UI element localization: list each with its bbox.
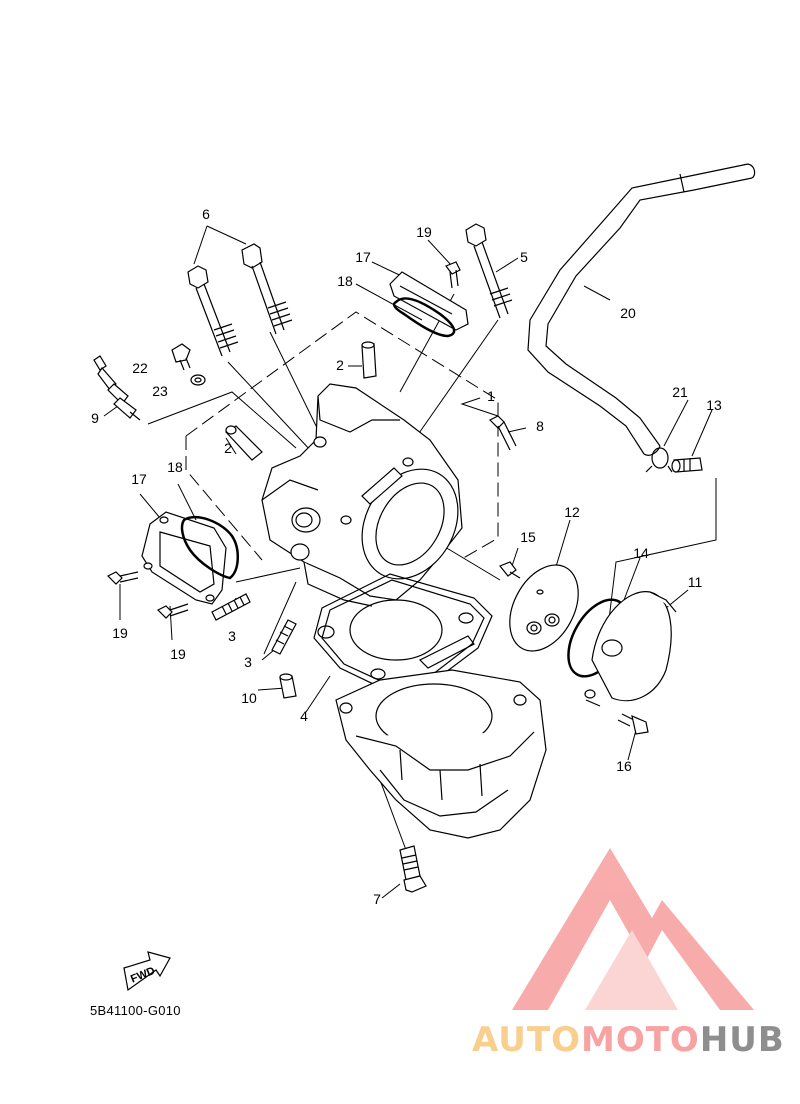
callout-9: 9 [91, 410, 99, 426]
stud-bolt-b [271, 619, 297, 655]
callout-7: 7 [373, 891, 381, 907]
dowel-pin-lower [279, 673, 297, 699]
callout-11: 11 [687, 574, 703, 590]
diagram-code: 5B41100-G010 [90, 1003, 181, 1018]
watermark-logo [512, 848, 754, 1010]
callout-21: 21 [672, 384, 688, 400]
callout-13: 13 [706, 397, 722, 413]
washer [190, 374, 206, 386]
fwd-arrow-icon [123, 951, 171, 992]
cylinder-head [261, 383, 463, 607]
watermark-auto: AUTO [472, 1020, 581, 1060]
callout-20: 20 [620, 305, 636, 321]
dowel-pin-left [225, 425, 263, 461]
callout-3: 3 [244, 654, 252, 670]
callout-6: 6 [202, 206, 210, 222]
stud-bolt-a [211, 593, 251, 621]
callout-8: 8 [536, 418, 544, 434]
side-cover [141, 511, 227, 605]
cover-plate [509, 564, 579, 652]
callout-22: 22 [132, 360, 148, 376]
callout-2: 2 [336, 357, 344, 373]
callout-12: 12 [564, 504, 580, 520]
callout-2: 2 [224, 440, 232, 456]
callout-15: 15 [520, 529, 536, 545]
callout-19: 19 [416, 224, 432, 240]
cover-bolt-a [106, 571, 139, 585]
watermark-text: AUTOMOTOHUB [472, 1020, 785, 1060]
cap-bolt [617, 713, 649, 735]
small-bolt-top [445, 261, 461, 289]
head-bolts-long [187, 243, 293, 357]
callout-16: 16 [616, 758, 632, 774]
callout-18: 18 [337, 273, 353, 289]
cylinder-bolt [399, 845, 427, 893]
callout-17: 17 [131, 471, 147, 487]
hose-clamp [645, 447, 673, 473]
cylinder-block [335, 669, 547, 839]
callout-10: 10 [241, 690, 257, 706]
callout-5: 5 [520, 249, 528, 265]
top-cover-gasket [392, 297, 456, 338]
head-gasket [313, 573, 493, 695]
side-cover-gasket [180, 515, 239, 580]
callout-18: 18 [167, 459, 183, 475]
top-cover-plate [389, 271, 469, 331]
drain-bolt [171, 343, 191, 371]
callout-23: 23 [152, 383, 168, 399]
plate-bolt [499, 561, 521, 579]
hose-fitting [671, 457, 703, 473]
end-cap [584, 591, 677, 707]
watermark-moto: MOTO [580, 1020, 700, 1060]
head-bolt-short [488, 415, 517, 451]
callout-19: 19 [170, 646, 186, 662]
dowel-pin-upper [361, 341, 377, 379]
callout-17: 17 [355, 249, 371, 265]
callout-3: 3 [228, 628, 236, 644]
head-bolt-right [465, 223, 513, 319]
assembly-dashed-outline [185, 311, 499, 561]
callout-19: 19 [112, 625, 128, 641]
callout-14: 14 [633, 545, 649, 561]
cover-bolt-b [156, 603, 189, 619]
callout-4: 4 [300, 708, 308, 724]
spark-plug [93, 355, 141, 421]
callout-1: 1 [487, 388, 495, 404]
watermark-hub: HUB [699, 1020, 785, 1060]
